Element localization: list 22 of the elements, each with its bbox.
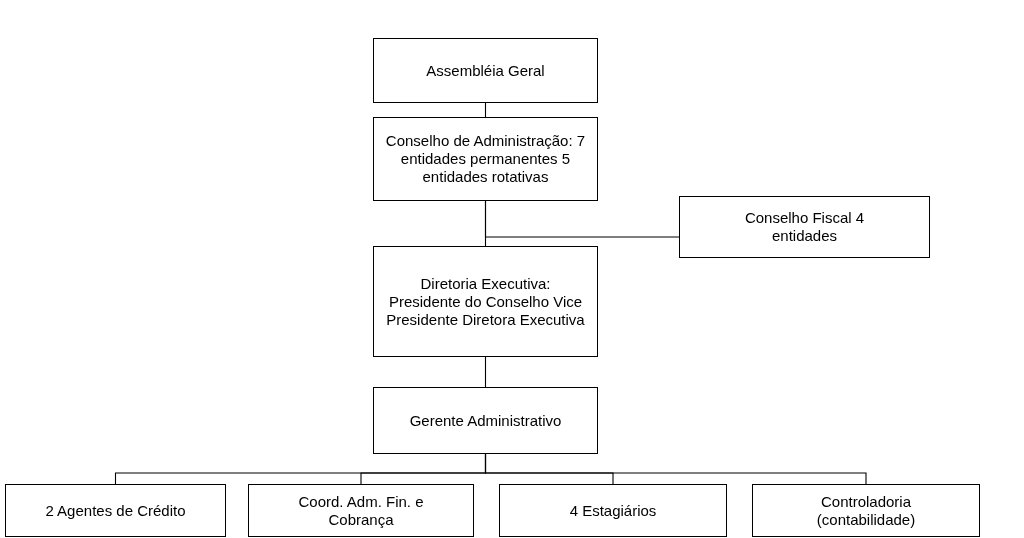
org-box xyxy=(248,484,474,537)
org-box xyxy=(373,38,598,103)
box-label: 2 Agentes de Crédito xyxy=(45,501,186,520)
org-box xyxy=(5,484,226,537)
org-box xyxy=(679,196,930,258)
org-box xyxy=(373,117,598,201)
org-box xyxy=(752,484,980,537)
connector-line xyxy=(484,102,487,118)
org-box xyxy=(499,484,727,537)
box-label: Conselho Fiscal 4 entidades xyxy=(743,209,866,245)
box-label: Controladoria (contabilidade) xyxy=(815,492,917,529)
org-box xyxy=(373,387,598,454)
connector-line xyxy=(484,453,867,485)
box-label: Coord. Adm. Fin. e Cobrança xyxy=(297,492,425,529)
connector-line xyxy=(484,356,487,388)
box-label: Conselho de Administração: 7 entidades permanentes 5 entidades rotativas xyxy=(384,132,587,186)
box-label: Assembléia Geral xyxy=(426,61,545,80)
connector-line xyxy=(484,200,680,238)
org-box xyxy=(373,246,598,357)
box-label: 4 Estagiários xyxy=(569,501,657,520)
box-label: Diretoria Executiva: Presidente do Conselho Vice Presidente Diretora Executiva xyxy=(385,274,586,329)
box-label: Gerente Administrativo xyxy=(409,411,562,430)
